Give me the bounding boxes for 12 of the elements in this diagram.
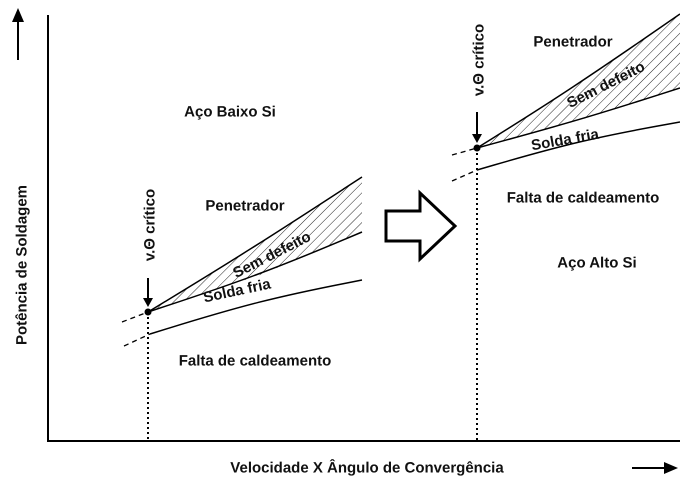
region-label: Aço Baixo Si [184, 104, 276, 120]
critical-label: v.Θ crítico [470, 24, 488, 96]
region-label: Penetrador [533, 34, 613, 50]
region-label: Penetrador [205, 198, 285, 214]
axis-label: Velocidade X Ângulo de Convergência [230, 460, 504, 476]
region-label: Solda fria [202, 276, 272, 306]
axis-label: Potência de Soldagem [14, 184, 30, 346]
region-label: Falta de caldeamento [506, 190, 660, 206]
region-label: Aço Alto Si [557, 254, 637, 272]
region-label: Falta de caldeamento [178, 352, 332, 370]
critical-label: v.Θ crítico [142, 188, 158, 262]
region-label: Solda fria [530, 126, 600, 154]
